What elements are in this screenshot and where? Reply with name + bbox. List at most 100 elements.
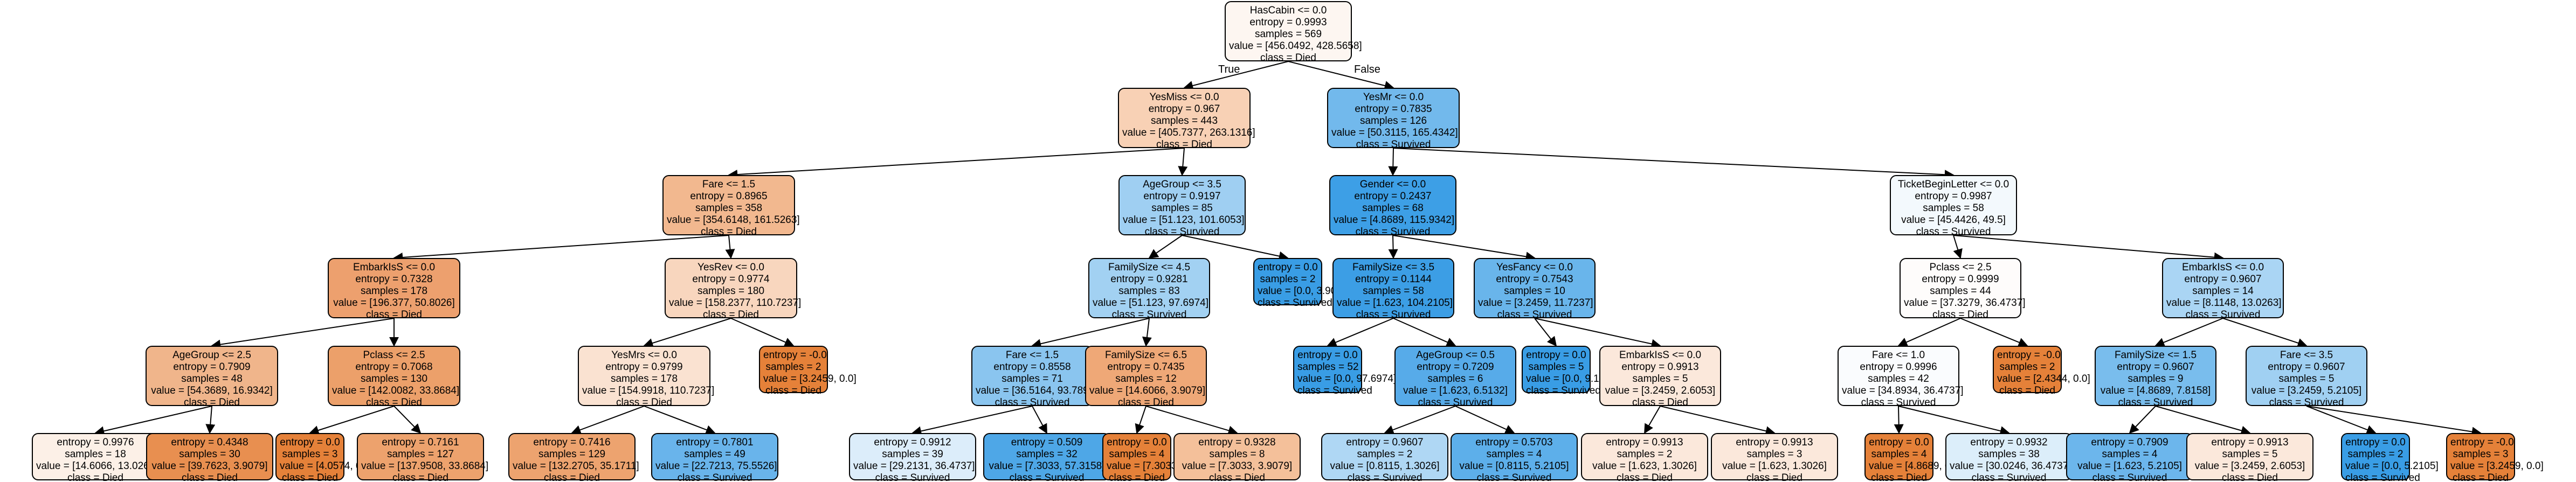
node-text-line: class = Survived bbox=[1297, 385, 1372, 396]
tree-edge-n28-n48 bbox=[2306, 406, 2482, 437]
node-text-line: value = [0.0, 9.1184] bbox=[1526, 373, 1619, 385]
node-text-line: value = [39.7623, 3.9079] bbox=[151, 460, 268, 472]
node-text-line: class = Survived bbox=[1144, 226, 1220, 237]
node-text-line: value = [405.7377, 263.1316] bbox=[1122, 127, 1255, 138]
node-text-line: class = Died bbox=[2452, 472, 2509, 482]
tree-edge-n4-n9 bbox=[1148, 235, 1183, 259]
node-text-line: Pclass <= 2.5 bbox=[1929, 262, 1992, 273]
tree-edge-n3-n7 bbox=[393, 235, 729, 262]
tree-edge-n28-n47 bbox=[2306, 406, 2377, 435]
node-text-line: TicketBeginLetter <= 0.0 bbox=[1897, 179, 2009, 190]
node-text-line: samples = 12 bbox=[1115, 373, 1177, 385]
tree-edge-n27-n45 bbox=[2129, 406, 2156, 434]
node-text-line: class = Survived bbox=[2269, 397, 2344, 408]
node-text-line: YesMrs <= 0.0 bbox=[611, 350, 677, 361]
node-text-line: class = Survived bbox=[1356, 139, 1431, 150]
node-text-line: samples = 4 bbox=[1486, 449, 1542, 460]
node-text-line: class = Died bbox=[1870, 472, 1928, 482]
node-text-line: class = Survived bbox=[1347, 472, 1422, 482]
node-text-line: class = Survived bbox=[1355, 226, 1431, 237]
tree-edge-n1-n4 bbox=[1178, 148, 1188, 176]
node-text-line: class = Died bbox=[183, 397, 240, 408]
node-text-line: entropy = 0.2437 bbox=[1354, 191, 1432, 202]
node-text-line: class = Died bbox=[365, 309, 423, 320]
tree-edge-n11-n21 bbox=[1327, 318, 1394, 347]
node-text-line: AgeGroup <= 0.5 bbox=[1416, 350, 1495, 361]
node-text-line: class = Survived bbox=[995, 397, 1070, 408]
node-text-line: samples = 39 bbox=[882, 449, 943, 460]
tree-edge-n14-n27 bbox=[2154, 318, 2223, 347]
node-text-line: EmbarkIsS <= 0.0 bbox=[353, 262, 436, 273]
node-text-line: class = Survived bbox=[2118, 397, 2193, 408]
node-text-line: entropy = 0.7543 bbox=[1496, 274, 1573, 285]
node-text-line: entropy = 0.7068 bbox=[355, 361, 433, 373]
node-text-line: EmbarkIsS <= 0.0 bbox=[2181, 262, 2264, 273]
node-text-line: class = Survived bbox=[1418, 397, 1493, 408]
tree-edge-n13-n25 bbox=[1897, 318, 1961, 347]
node-text-line: class = Died bbox=[392, 472, 449, 482]
node-text-line: Fare <= 1.5 bbox=[702, 179, 756, 190]
node-text-line: value = [4.8689, 7.8158] bbox=[2100, 385, 2211, 396]
node-text-line: class = Died bbox=[1999, 385, 2056, 396]
node-text-line: entropy = 0.9913 bbox=[1621, 361, 1699, 373]
node-text-line: value = [142.0082, 33.8684] bbox=[332, 385, 460, 396]
node-text-line: value = [7.3033, 0.0] bbox=[1107, 460, 1200, 472]
tree-edge-n20-n37 bbox=[1135, 406, 1147, 434]
node-text-line: samples = 5 bbox=[2278, 373, 2335, 385]
node-text-line: value = [37.3279, 36.4737] bbox=[1904, 297, 2026, 309]
tree-edge-n4-n10 bbox=[1182, 235, 1289, 261]
node-text-line: value = [0.8115, 1.3026] bbox=[1330, 460, 1440, 472]
node-text-line: entropy = 0.9607 bbox=[1346, 437, 1424, 448]
node-text-line: entropy = 0.9774 bbox=[692, 274, 770, 285]
node-text-line: samples = 569 bbox=[1254, 29, 1322, 40]
node-text-line: class = Died bbox=[1108, 472, 1165, 482]
node-text-line: YesMr <= 0.0 bbox=[1363, 92, 1424, 103]
node-text-line: value = [354.6148, 161.5263] bbox=[667, 214, 800, 226]
node-text-line: entropy = 0.7328 bbox=[355, 274, 433, 285]
node-text-line: value = [137.9508, 33.8684] bbox=[361, 460, 489, 472]
edge-label-true: True bbox=[1218, 64, 1240, 75]
tree-edge-n2-n6 bbox=[1393, 148, 1955, 180]
node-text-line: entropy = 0.5703 bbox=[1475, 437, 1553, 448]
tree-edge-n0-n1 bbox=[1183, 61, 1289, 90]
node-text-line: class = Died bbox=[281, 472, 339, 482]
node-text-line: samples = 38 bbox=[1978, 449, 2040, 460]
node-text-line: entropy = 0.509 bbox=[1011, 437, 1083, 448]
node-text-line: samples = 5 bbox=[2222, 449, 2278, 460]
node-text-line: value = [158.2377, 110.7237] bbox=[669, 297, 802, 309]
tree-edge-n17-n34 bbox=[644, 406, 716, 435]
node-text-line: value = [1.623, 104.2105] bbox=[1337, 297, 1453, 309]
tree-edge-n9-n19 bbox=[1031, 318, 1150, 349]
tree-edge-n22-n40 bbox=[1455, 406, 1515, 434]
node-text-line: class = Died bbox=[1632, 397, 1689, 408]
node-text-line: value = [0.8115, 5.2105] bbox=[1459, 460, 1569, 472]
node-text-line: class = Survived bbox=[2345, 472, 2420, 482]
node-text-line: class = Died bbox=[1156, 139, 1213, 150]
node-text-line: samples = 443 bbox=[1150, 115, 1218, 127]
node-text-line: value = [1.623, 6.5132] bbox=[1403, 385, 1508, 396]
node-text-line: entropy = 0.0 bbox=[2345, 437, 2406, 448]
node-text-line: value = [14.6066, 3.9079] bbox=[1089, 385, 1205, 396]
node-text-line: value = [7.3033, 57.3158] bbox=[989, 460, 1105, 472]
node-text-line: FamilySize <= 6.5 bbox=[1104, 350, 1187, 361]
node-text-line: class = Survived bbox=[1861, 397, 1936, 408]
node-text-line: samples = 178 bbox=[610, 373, 678, 385]
node-text-line: entropy = 0.8558 bbox=[993, 361, 1071, 373]
